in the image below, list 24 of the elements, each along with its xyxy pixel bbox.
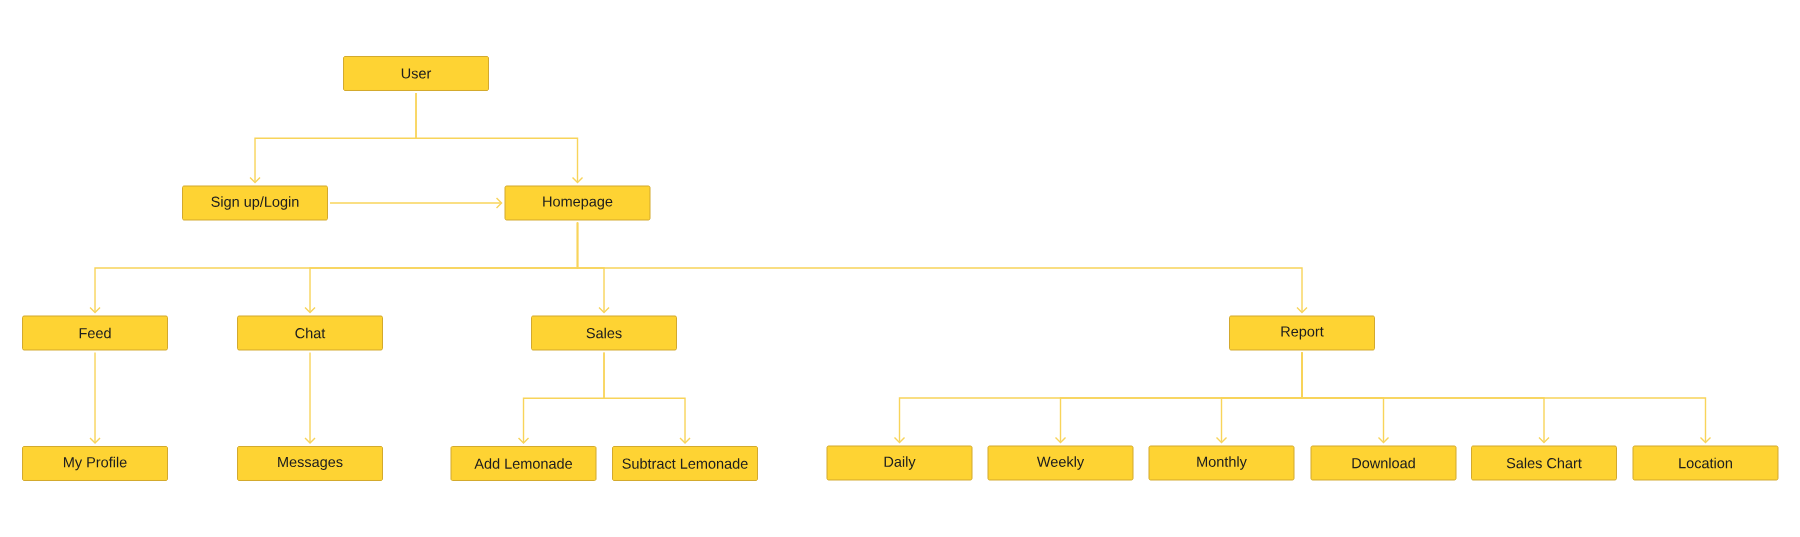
page-box: User — [343, 56, 489, 91]
page-box: My Profile — [22, 446, 168, 481]
page-box: Sign up/Login — [182, 185, 328, 221]
arrow — [415, 92, 584, 184]
arrow — [576, 221, 1308, 314]
page-box: Daily — [826, 445, 973, 481]
page-box: Report — [1229, 315, 1375, 351]
page-box: Subtract Lemonade — [612, 446, 758, 481]
page-box: Weekly — [987, 445, 1134, 481]
arrow — [1301, 351, 1712, 444]
page-box: Homepage — [504, 185, 651, 221]
arrow — [329, 197, 503, 209]
page-box: Location — [1632, 445, 1779, 481]
page-box: Monthly — [1148, 445, 1295, 481]
page-box: Chat — [237, 315, 383, 351]
page-box: Add Lemonade — [450, 446, 597, 481]
page-box: Sales — [531, 315, 677, 351]
page-box: Feed — [22, 315, 168, 351]
page-box: Download — [1310, 445, 1457, 481]
arrow — [603, 351, 691, 444]
page-box: Sales Chart — [1471, 445, 1617, 481]
arrow — [304, 351, 316, 444]
arrow — [89, 351, 101, 444]
page-box: Messages — [237, 446, 383, 481]
